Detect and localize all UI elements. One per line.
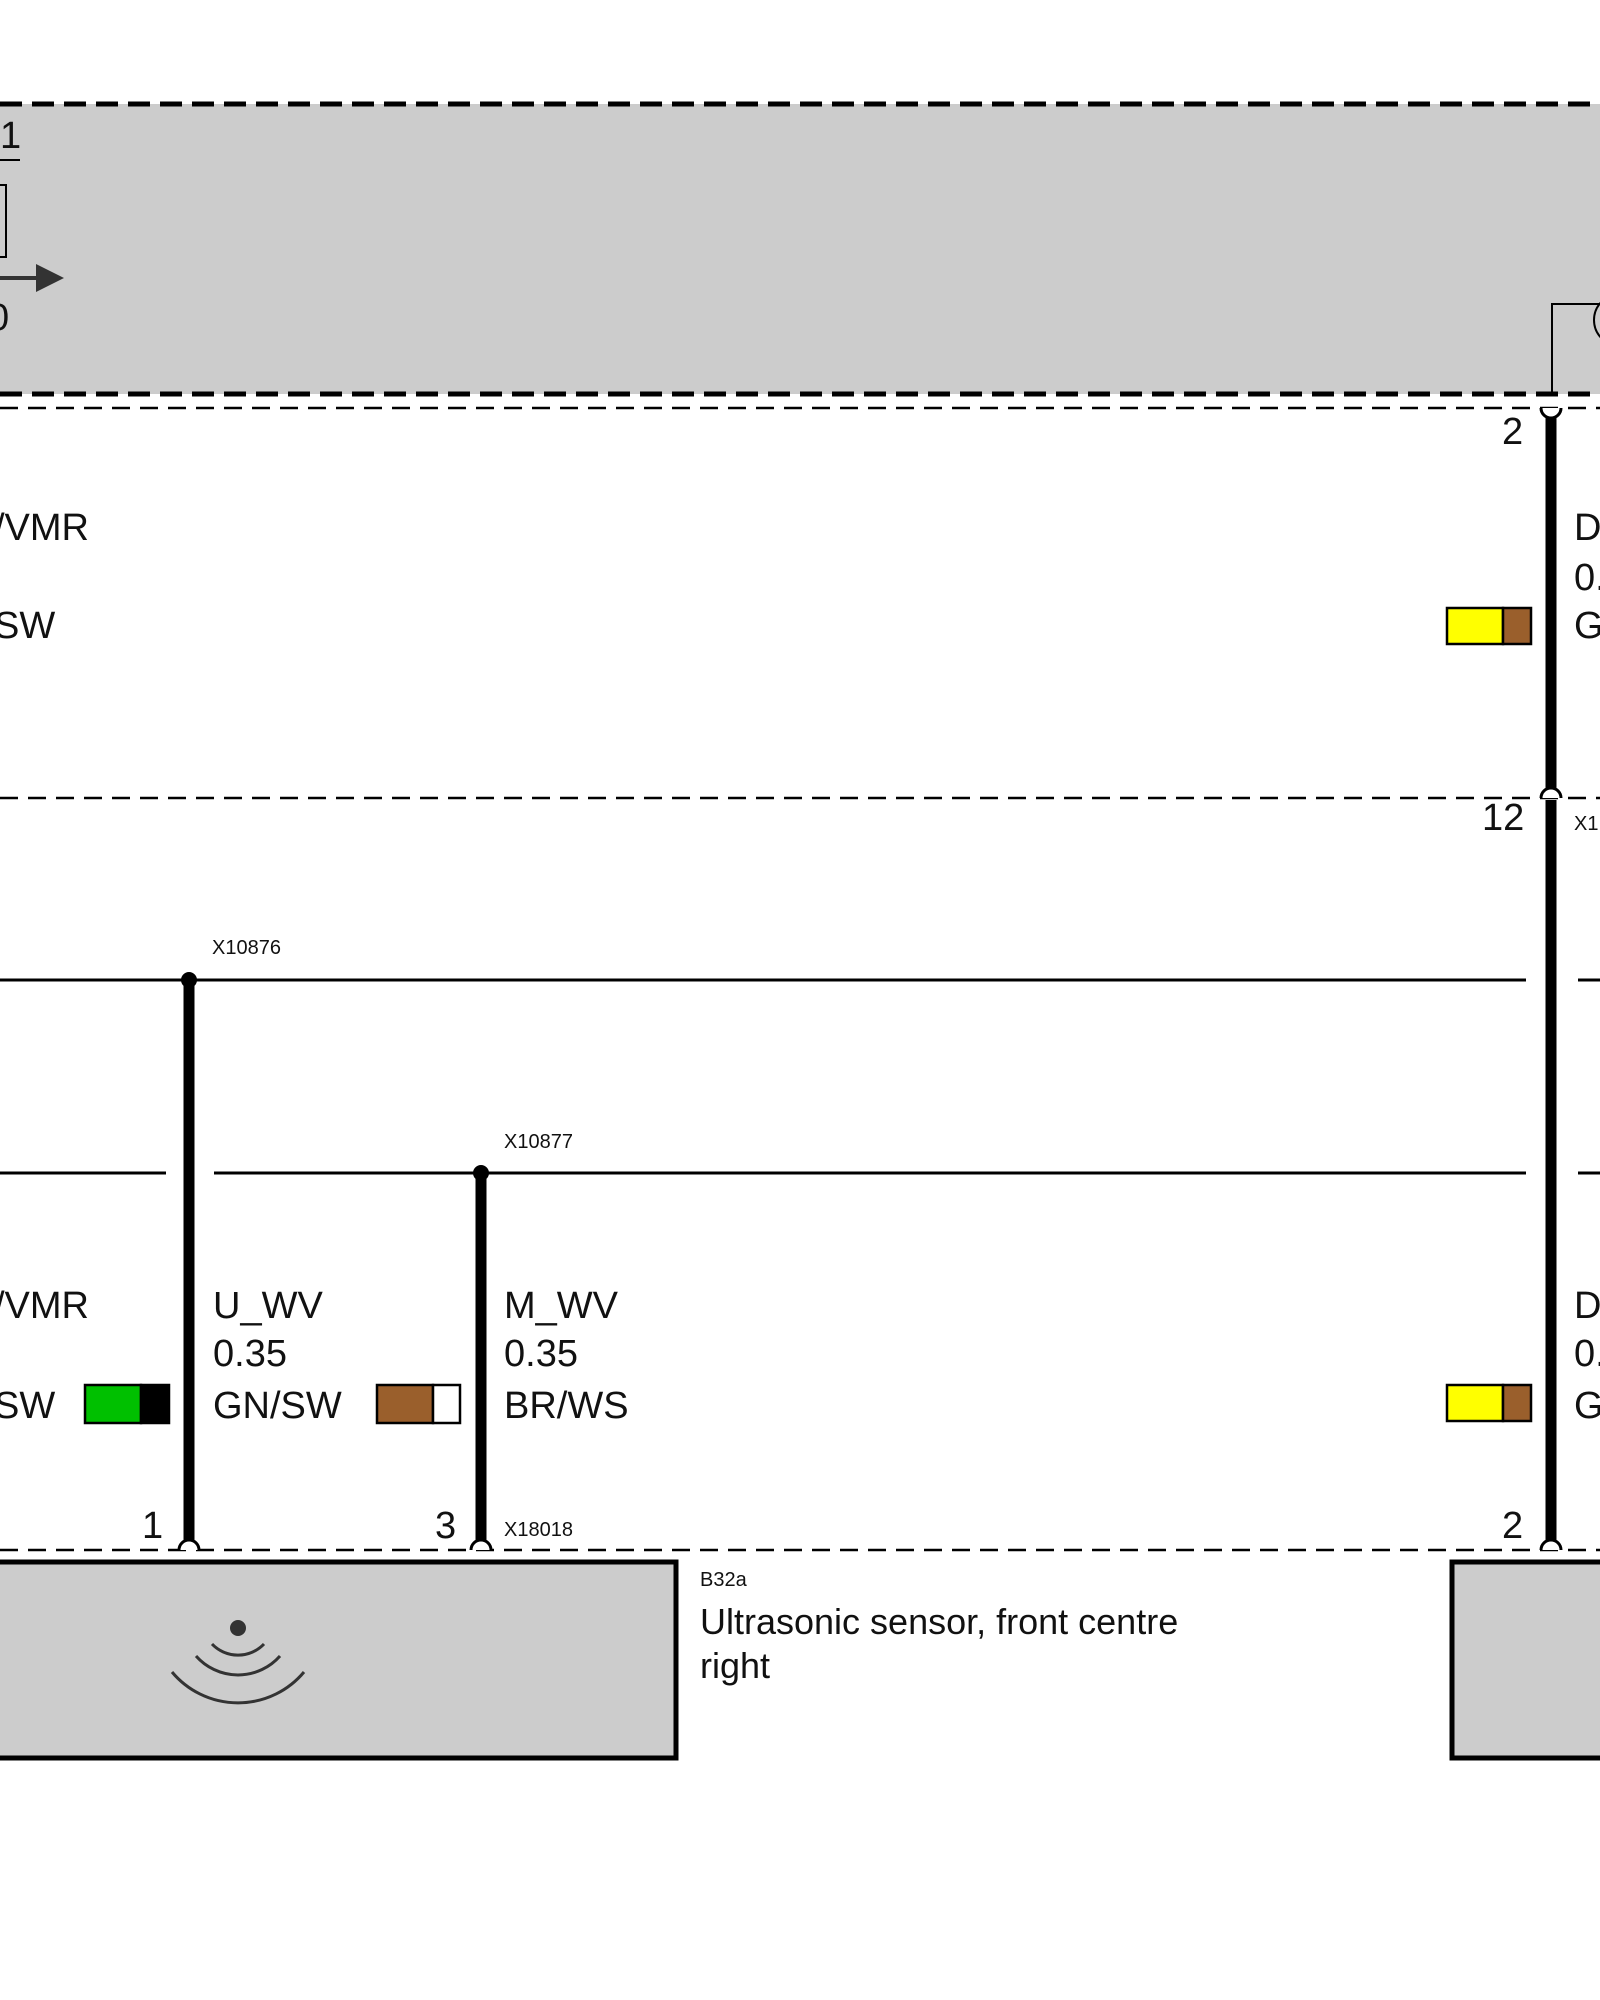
sensor-body xyxy=(0,1559,679,1761)
u-wv-size: 0.35 xyxy=(213,1333,287,1375)
swatch-brown xyxy=(1501,606,1533,646)
lower-left-wire-signal: /VMR xyxy=(0,1285,89,1327)
splice-x10877-label: X10877 xyxy=(504,1131,573,1153)
top-module-partial-label-1: 1 xyxy=(0,115,21,157)
lower-left-color-swatch xyxy=(83,1383,171,1425)
bus-lines xyxy=(0,978,1600,1175)
u-wv-color-code: GN/SW xyxy=(213,1385,342,1427)
sensor-pin-m: 3 xyxy=(435,1505,456,1547)
sensor-pin-u: 1 xyxy=(142,1505,163,1547)
splice-x10876-dot xyxy=(181,972,197,988)
upper-right-color-swatch xyxy=(1445,606,1533,646)
swatch-yellow-2 xyxy=(1445,1383,1505,1423)
upper-right-connector-id: X1 xyxy=(1574,813,1598,835)
m-wv-color-swatch xyxy=(375,1383,462,1425)
ultrasonic-sensor xyxy=(0,1559,679,1761)
m-wv-signal: M_WV xyxy=(504,1285,619,1327)
splice-x10877-dot xyxy=(473,1165,489,1181)
swatch-green xyxy=(83,1383,143,1425)
wave-source-dot xyxy=(230,1620,246,1636)
sensor-name-line1: Ultrasonic sensor, front centre xyxy=(700,1601,1178,1642)
swatch-brown-3 xyxy=(1501,1383,1533,1423)
lower-right-color-swatch xyxy=(1445,1383,1533,1423)
top-control-module: 1 0 xyxy=(0,101,1600,397)
swatch-brown-2 xyxy=(375,1383,435,1425)
top-module-body xyxy=(0,104,1600,394)
upper-right-bottom-pin: 12 xyxy=(1482,797,1524,839)
m-wv-size: 0.35 xyxy=(504,1333,578,1375)
top-module-right-circle xyxy=(1593,301,1600,339)
upper-left-wire-color-code: SW xyxy=(0,605,55,647)
ultrasonic-wave-icon xyxy=(170,1620,306,1705)
splice-x10876-label: X10876 xyxy=(212,937,281,959)
u-wv-wire xyxy=(177,972,201,1551)
right-wire-connector-top xyxy=(1539,407,1563,420)
top-module-internal-box xyxy=(0,184,7,258)
swatch-white xyxy=(431,1383,462,1425)
top-module-partial-label-2: 0 xyxy=(0,297,9,339)
sensor-connector-id: X18018 xyxy=(504,1519,573,1541)
lower-right-wire-signal: D xyxy=(1574,1285,1600,1327)
right-component-body xyxy=(1449,1559,1600,1761)
lower-right-wire-size: 0. xyxy=(1574,1333,1600,1375)
upper-left-wire-signal: /VMR xyxy=(0,507,89,549)
right-wire xyxy=(1539,407,1563,1551)
upper-right-top-pin: 2 xyxy=(1502,411,1523,453)
sensor-name-line2: right xyxy=(700,1645,770,1686)
output-arrow-icon xyxy=(36,264,64,292)
upper-right-wire-signal: D xyxy=(1574,507,1600,549)
right-wire-connector-middle xyxy=(1539,786,1563,799)
wave-arc-1 xyxy=(210,1642,266,1657)
swatch-black xyxy=(139,1383,171,1425)
u-wv-signal: U_WV xyxy=(213,1285,323,1327)
lower-left-wire-color-code: SW xyxy=(0,1385,55,1427)
wave-arc-2 xyxy=(194,1655,282,1677)
m-wv-color-code: BR/WS xyxy=(504,1385,629,1427)
wave-arc-3 xyxy=(170,1671,306,1705)
right-sensor-pin: 2 xyxy=(1502,1505,1523,1547)
upper-right-wire-color-code: G xyxy=(1574,605,1600,647)
upper-right-wire-size: 0. xyxy=(1574,557,1600,599)
swatch-yellow xyxy=(1445,606,1505,646)
sensor-id: B32a xyxy=(700,1569,748,1591)
m-wv-wire xyxy=(469,1165,493,1551)
m-wv-connector xyxy=(469,1538,493,1551)
u-wv-connector xyxy=(177,1538,201,1551)
right-wire-connector-bottom xyxy=(1539,1538,1563,1551)
top-module-right-symbol xyxy=(1551,303,1600,394)
lower-right-wire-color-code: G xyxy=(1574,1385,1600,1427)
